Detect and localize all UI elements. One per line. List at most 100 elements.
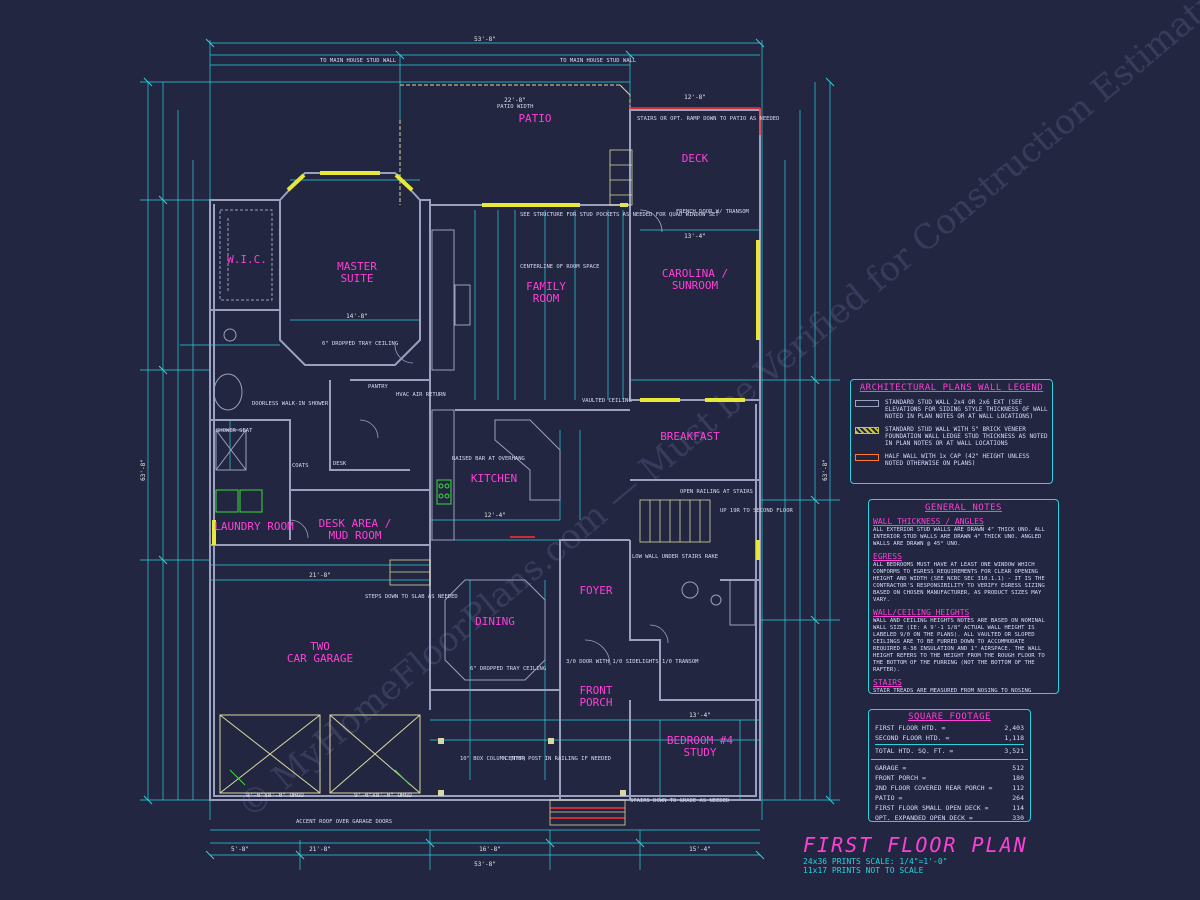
legend-swatch <box>855 400 879 407</box>
total-label: TOTAL HTD. SQ. FT. = <box>875 747 954 755</box>
scale-line: 24x36 PRINTS SCALE: 1/4"=1'-0" <box>803 857 948 866</box>
square-footage-total: TOTAL HTD. SQ. FT. = 3,521 <box>875 744 1024 755</box>
note-tray-master: 6" DROPPED TRAY CEILING <box>322 341 398 347</box>
dining-tray <box>444 579 546 681</box>
sqft-value: 114 <box>1012 804 1024 812</box>
sqft-row: FIRST FLOOR SMALL OPEN DECK = 114 <box>875 804 1024 812</box>
sqft-label: OPT. EXPANDED OPEN DECK = <box>875 814 973 822</box>
wall-legend-rows: STANDARD STUD WALL 2x4 OR 2x6 EXT (SEE E… <box>851 399 1052 467</box>
note-patio-width: PATIO WIDTH <box>497 104 533 110</box>
dim-garage-door-1: 9'-0"x8'-0" OHGD <box>246 792 304 799</box>
notes-heading: EGRESS <box>873 552 902 561</box>
bath-fixtures <box>213 328 756 626</box>
sqft-label: GARAGE = <box>875 764 907 772</box>
notes-text: ALL EXTERIOR STUD WALLS ARE DRAWN 4" THI… <box>873 527 1045 547</box>
dimension-text: 53'-8" 53'-8" 63'-8" 63'-8" 22'-8" 12'-8… <box>140 36 829 868</box>
sqft-value: 112 <box>1012 784 1024 792</box>
sqft-row: GARAGE =512 <box>875 764 1024 772</box>
stairs <box>389 149 711 826</box>
legend-text: STANDARD STUD WALL 2x4 OR 2x6 EXT (SEE E… <box>885 399 1048 420</box>
sqft-label: FIRST FLOOR HTD. = <box>875 724 946 732</box>
room-desk-1: DESK AREA / <box>319 517 392 530</box>
dimension-lines <box>140 40 840 870</box>
room-dining: DINING <box>475 615 515 628</box>
dim-deck: 12'-8" <box>684 94 706 101</box>
sqft-label: FIRST FLOOR SMALL OPEN DECK = <box>875 804 989 812</box>
room-deck: DECK <box>682 152 709 165</box>
note-door-transom: 3/0 DOOR WITH 1/0 SIDELIGHTS 1/0 TRANSOM <box>566 659 699 665</box>
note-up-stairs: UP 19R TO SECOND FLOOR <box>720 508 794 514</box>
room-patio: PATIO <box>518 112 551 125</box>
notes-heading: WALL THICKNESS / ANGLES <box>873 517 984 526</box>
dim-bottom-4: 15'-4" <box>689 846 711 853</box>
room-wic: W.I.C. <box>227 253 267 266</box>
legend-swatch <box>855 427 879 434</box>
room-laundry: LAUNDRY ROOM <box>214 520 294 533</box>
note-centerline: CENTERLINE OF ROOM SPACE <box>520 264 599 270</box>
dim-overall-bottom: 53'-8" <box>474 861 496 868</box>
watermark: © MyHomeFloorPlans.com — Must be Verifie… <box>230 0 1200 827</box>
note-main-house-left: TO MAIN HOUSE STUD WALL <box>320 58 397 64</box>
note-stairs-patio: STAIRS OR OPT. RAMP DOWN TO PATIO AS NEE… <box>637 116 779 122</box>
room-garage-2: CAR GARAGE <box>287 652 353 665</box>
legend-swatch <box>855 454 879 461</box>
sqft-value: 330 <box>1012 814 1024 822</box>
room-labels: PATIO DECK MASTER SUITE W.I.C. FAMILY RO… <box>214 112 733 759</box>
windows <box>212 171 760 560</box>
notes-heading: STAIRS <box>873 678 902 687</box>
notes-text: ALL BEDROOMS MUST HAVE AT LEAST ONE WIND… <box>873 562 1045 603</box>
columns <box>438 738 626 796</box>
room-master-2: SUITE <box>340 272 373 285</box>
dimension-ticks <box>143 38 835 860</box>
red-marks <box>510 107 761 819</box>
note-pantry: PANTRY <box>368 384 389 390</box>
sqft-value: 180 <box>1012 774 1024 782</box>
sqft-value: 2,403 <box>1004 724 1024 732</box>
room-bedroom-2: STUDY <box>683 746 716 759</box>
sqft-row: OPT. EXPANDED OPEN DECK = 330 <box>875 814 1024 822</box>
wall-legend-title: ARCHITECTURAL PLANS WALL LEGEND <box>859 383 1044 393</box>
dim-dining: 12'-4" <box>484 512 506 519</box>
annotations: PANTRY COATS DESK HVAC AIR RETURN 6" DRO… <box>216 58 794 825</box>
fixtures <box>215 479 452 786</box>
note-desk: DESK <box>333 461 347 467</box>
sqft-row: SECOND FLOOR HTD. = 1,118 <box>875 734 1024 742</box>
notes-text: WALL AND CEILING HEIGHTS NOTES ARE BASED… <box>873 618 1045 673</box>
sqft-row: FIRST FLOOR HTD. = 2,403 <box>875 724 1024 732</box>
kitchen-cabinets <box>431 229 561 541</box>
note-hvac: HVAC AIR RETURN <box>396 392 446 398</box>
sqft-label: SECOND FLOOR HTD. = <box>875 734 950 742</box>
room-desk-2: MUD ROOM <box>329 529 382 542</box>
room-sunroom-2: SUNROOM <box>672 279 719 292</box>
room-family-1: FAMILY <box>526 280 566 293</box>
sqft-row: PATIO = 264 <box>875 794 1024 802</box>
legend-item: HALF WALL WITH 1x CAP (42" HEIGHT UNLESS… <box>855 453 1048 467</box>
sqft-value: 1,118 <box>1004 734 1024 742</box>
note-shower-seat: SHOWER SEAT <box>216 428 253 434</box>
sqft-value: 264 <box>1012 794 1024 802</box>
note-accent-roof: ACCENT ROOF OVER GARAGE DOORS <box>296 819 392 825</box>
walls <box>209 109 761 801</box>
sqft-label: PATIO = <box>875 794 903 802</box>
print-note: 11x17 PRINTS NOT TO SCALE <box>803 866 924 875</box>
legend-text: STANDARD STUD WALL WITH 5" BRICK VENEER … <box>885 426 1048 447</box>
room-porch-2: PORCH <box>579 696 612 709</box>
note-steps-slab: STEPS DOWN TO SLAB AS NEEDED <box>365 594 458 600</box>
room-kitchen: KITCHEN <box>471 472 517 485</box>
room-master-1: MASTER <box>337 260 377 273</box>
note-tray-dining: 6" DROPPED TRAY CEILING <box>470 666 546 672</box>
dim-patio: 22'-8" <box>504 97 526 104</box>
note-low-wall: LOW WALL UNDER STAIRS RAKE <box>632 554 718 560</box>
dim-master: 14'-8" <box>346 313 368 320</box>
wall-legend-panel: ARCHITECTURAL PLANS WALL LEGEND STANDARD… <box>850 379 1053 484</box>
dim-overall-right: 63'-8" <box>822 459 829 481</box>
legend-item: STANDARD STUD WALL WITH 5" BRICK VENEER … <box>855 426 1048 447</box>
note-open-railing: OPEN RAILING AT STAIRS <box>680 489 753 495</box>
door-swings <box>289 209 669 666</box>
total-value: 3,521 <box>1004 747 1024 755</box>
dim-overall-top: 53'-8" <box>474 36 496 43</box>
